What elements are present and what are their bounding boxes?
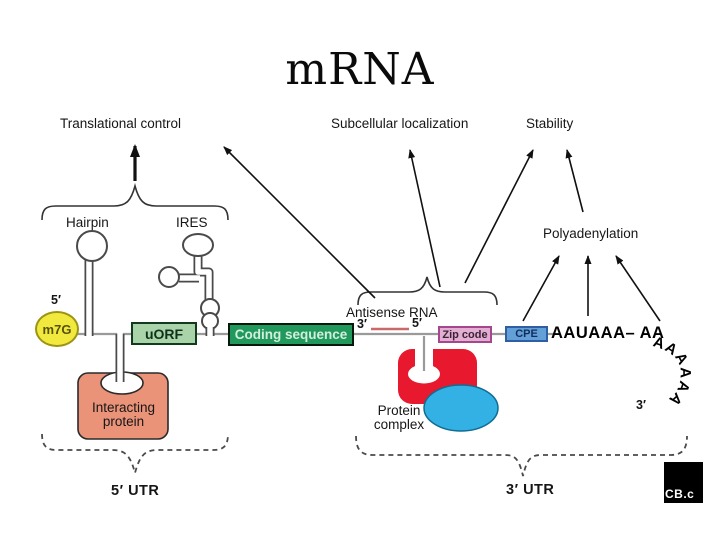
cpe-box: CPE	[505, 326, 548, 342]
label-5utr: 5′ UTR	[111, 483, 160, 499]
cb-logo: CB.c	[664, 462, 703, 503]
uorf-box: uORF	[131, 322, 197, 345]
label-ires: IRES	[176, 215, 208, 230]
brace-3utr	[355, 435, 688, 477]
label-protein-complex: Protein complex	[373, 403, 425, 433]
page-title: mRNA	[285, 44, 435, 95]
label-antisense-5prime: 5′	[412, 316, 422, 330]
arrow-antisense-to-translational-control	[223, 146, 376, 299]
coding-sequence-box: Coding sequence	[228, 323, 354, 346]
label-antisense-rna: Antisense RNA	[346, 305, 438, 320]
protein-complex-shape	[398, 348, 499, 432]
label-5prime-end: 5′	[51, 293, 61, 307]
hairpin-structure	[76, 230, 108, 336]
label-antisense-3prime: 3′	[357, 317, 367, 331]
label-translational-control: Translational control	[60, 116, 182, 131]
brace-hairpin-ires	[41, 182, 229, 221]
arrow-antisense-to-stability	[464, 149, 534, 284]
protein-complex-blue-subunit	[423, 384, 499, 432]
label-hairpin: Hairpin	[66, 215, 109, 230]
brace-antisense	[357, 276, 498, 306]
brace-5utr	[41, 433, 229, 477]
arrow-cpe-to-polyadenylation	[522, 255, 560, 322]
label-3prime-end: 3′	[636, 398, 646, 412]
ires-structure	[158, 233, 220, 336]
cb-logo-text: CB.c	[665, 487, 695, 501]
label-polyadenylation: Polyadenylation	[543, 226, 639, 241]
polya-tail: AAAAAA	[651, 333, 694, 409]
label-3utr: 3′ UTR	[506, 482, 555, 498]
label-interacting-protein: Interacting protein	[91, 400, 156, 430]
zip-code-box: Zip code	[438, 326, 492, 343]
arrow-antisense-to-subcellular	[408, 149, 441, 288]
m7g-cap: m7G	[35, 311, 79, 347]
label-stability: Stability	[526, 116, 574, 131]
polya-signal: AAUAAA– AA	[551, 324, 665, 342]
arrow-polyadenylation-to-stability	[565, 149, 584, 213]
label-subcellular-localization: Subcellular localization	[331, 116, 469, 131]
arrow-tail-to-polyadenylation	[615, 255, 661, 322]
